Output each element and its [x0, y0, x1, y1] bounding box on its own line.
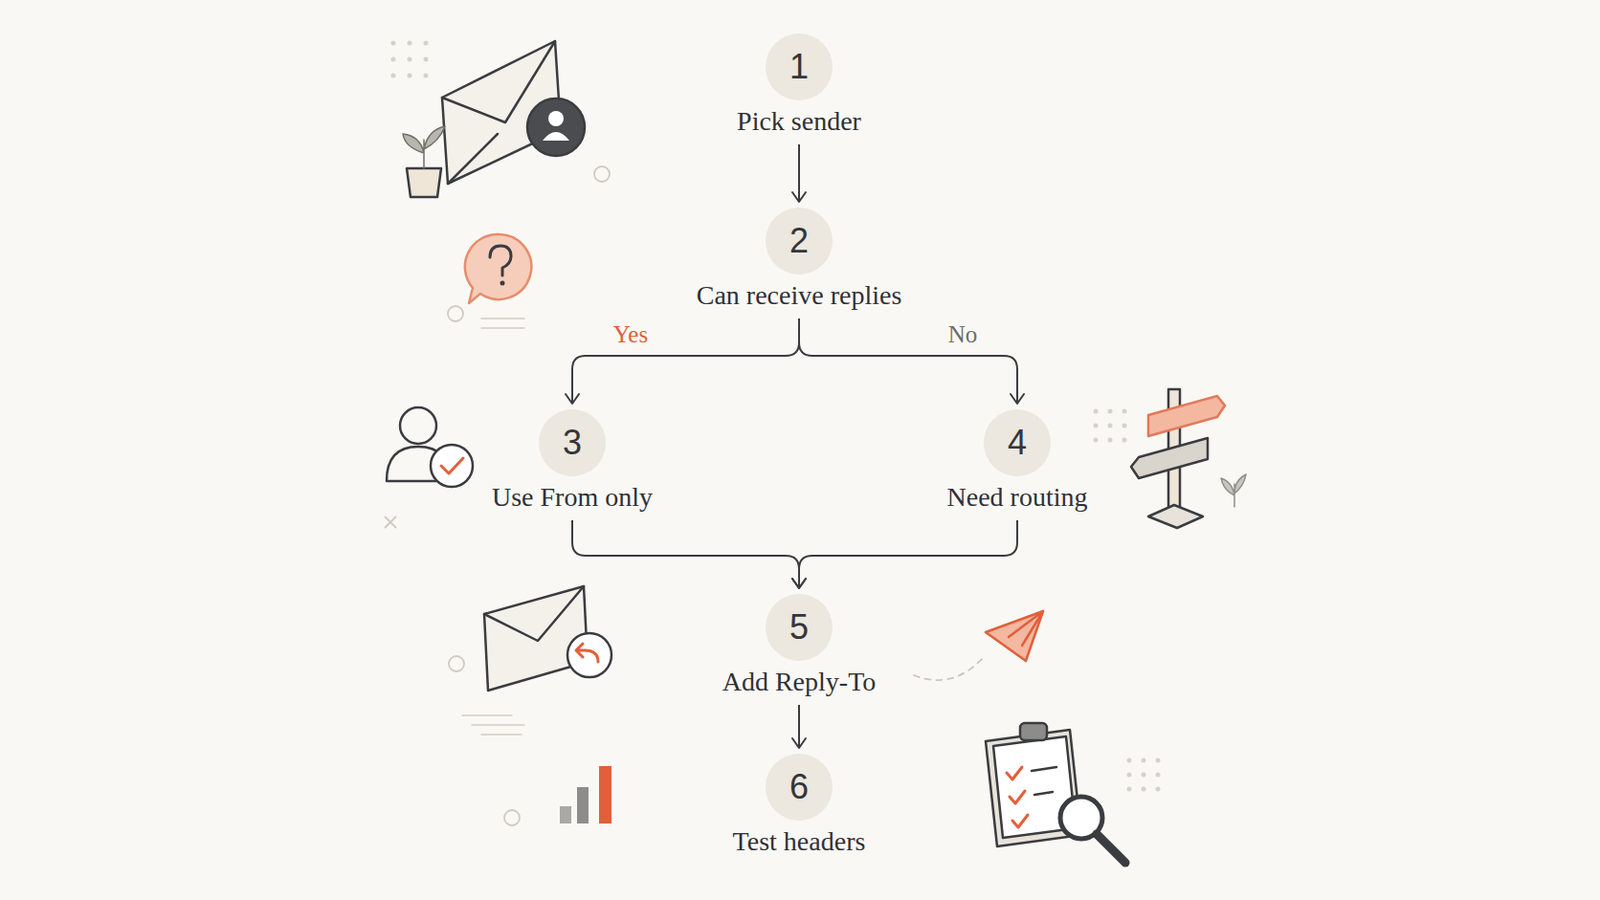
step-number: 2: [765, 207, 833, 275]
step-label: Can receive replies: [696, 280, 903, 312]
step-label: Add Reply-To: [722, 666, 877, 698]
envelope-icon: [442, 41, 585, 184]
step-number: 1: [765, 33, 833, 101]
step-number: 3: [538, 409, 606, 477]
branch-label: No: [945, 321, 981, 349]
connector-line: [798, 705, 800, 749]
step-node: 5Add Reply-To: [722, 594, 877, 698]
arrowhead: [792, 738, 806, 749]
step-node: 4Need routing: [947, 409, 1089, 513]
flow-connector: [792, 520, 1018, 589]
connector-line: [799, 318, 1018, 404]
arrowhead: [1010, 394, 1024, 404]
flow-connector: [572, 520, 806, 589]
bar-chart-icon: [559, 766, 612, 824]
flow-connector: [799, 318, 1024, 404]
step-number: 4: [983, 409, 1051, 477]
step-label: Use From only: [491, 482, 653, 513]
clipboard-icon: [985, 723, 1126, 864]
arrowhead: [565, 394, 579, 404]
reply-envelope-icon: [462, 586, 612, 735]
step-label: Test headers: [733, 826, 867, 858]
step-node: 2Can receive replies: [696, 207, 903, 312]
step-number: 5: [765, 594, 833, 662]
decor-dots: [391, 41, 1161, 793]
signpost-icon: [1131, 389, 1246, 529]
paper-plane-icon: [913, 611, 1044, 681]
connector-line: [572, 520, 800, 589]
flow-connector: [792, 144, 806, 202]
arrowhead: [792, 192, 806, 202]
question-bubble-icon: [465, 234, 532, 329]
flow-connector: [565, 318, 800, 404]
plant-icon: [402, 126, 445, 198]
connector-line: [799, 520, 1018, 589]
step-node: 6Test headers: [733, 754, 867, 858]
flow-connector: [792, 705, 806, 749]
step-label: Pick sender: [736, 106, 862, 137]
step-label: Need routing: [947, 482, 1089, 513]
step-node: 1Pick sender: [736, 33, 862, 137]
arrowhead: [792, 578, 806, 589]
step-number: 6: [765, 754, 833, 822]
connector-line: [572, 318, 800, 404]
branch-label: Yes: [610, 321, 651, 349]
person-check-icon: [386, 407, 473, 488]
step-node: 3Use From only: [491, 409, 653, 513]
connector-line: [798, 144, 800, 202]
